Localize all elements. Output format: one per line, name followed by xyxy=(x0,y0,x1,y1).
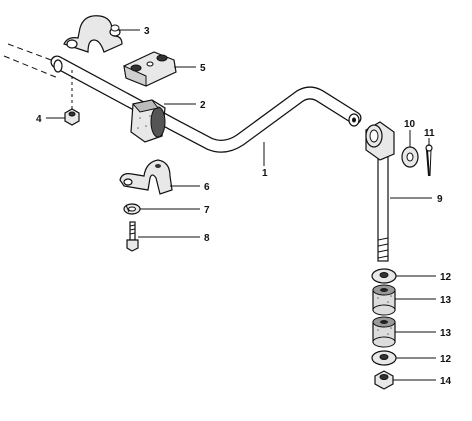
part-8-bolt xyxy=(126,221,139,252)
part-2-bushing xyxy=(130,99,166,143)
callout-11: 11 xyxy=(424,128,435,139)
leader-lines xyxy=(46,29,436,381)
callout-labels: 1 2 3 4 5 6 7 8 9 10 11 12 12 13 13 14 xyxy=(36,26,452,387)
callout-2: 2 xyxy=(200,100,206,111)
callout-13-lower: 13 xyxy=(440,328,452,339)
callout-12-lower: 12 xyxy=(440,354,452,365)
part-4-nut xyxy=(64,70,80,126)
callout-9: 9 xyxy=(437,194,443,205)
callout-13-upper: 13 xyxy=(440,295,452,306)
part-12-washer-lower xyxy=(371,350,397,366)
callout-3: 3 xyxy=(144,26,150,37)
callout-14: 14 xyxy=(440,376,452,387)
part-12-washer-upper xyxy=(371,268,397,284)
callout-5: 5 xyxy=(200,63,206,74)
callout-12-upper: 12 xyxy=(440,272,452,283)
part-10-washer xyxy=(401,146,419,168)
callout-8: 8 xyxy=(204,233,210,244)
part-9-link-rod xyxy=(365,121,395,262)
callout-7: 7 xyxy=(204,205,210,216)
part-3-upper-clamp xyxy=(63,15,123,53)
callout-1: 1 xyxy=(262,168,268,179)
part-14-nut xyxy=(374,370,394,390)
part-13-bushing-lower xyxy=(372,316,396,348)
callout-4: 4 xyxy=(36,114,42,125)
part-5-mounting-block xyxy=(123,51,177,87)
part-11-cotter-pin xyxy=(425,144,433,177)
part-7-lock-washer xyxy=(123,203,141,215)
part-6-lower-bracket xyxy=(119,159,173,195)
callout-10: 10 xyxy=(404,119,416,130)
callout-6: 6 xyxy=(204,182,210,193)
part-1-stabilizer-bar xyxy=(50,55,362,153)
part-13-bushing-upper xyxy=(372,284,396,316)
